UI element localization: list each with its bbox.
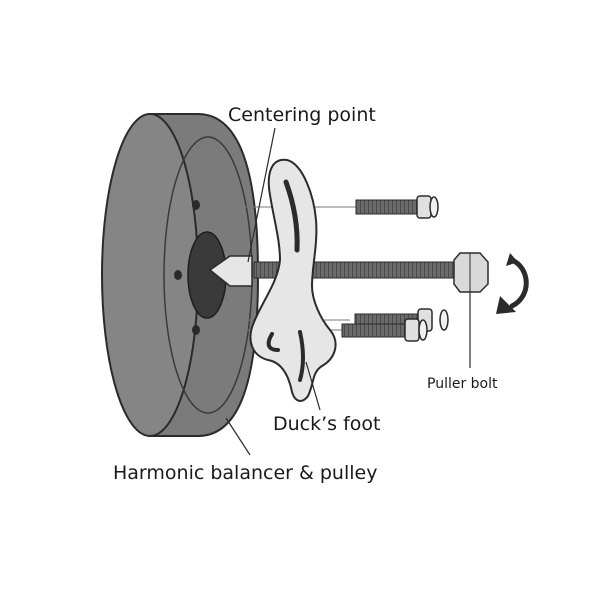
side-bolt-lower-front [341,318,428,342]
puller-bolt-label: Puller bolt [427,376,498,392]
side-bolt-lower-front-shaft [341,323,407,338]
ducks-foot-label: Duck’s foot [273,413,381,435]
side-bolt-upper-head [416,195,432,219]
side-bolt-lower-front-cap [418,319,428,341]
centering-point-label: Centering point [228,104,376,126]
side-bolt-lower-back-cap [439,309,449,331]
ducks-foot-slot [266,332,280,352]
side-bolt-upper [355,195,439,219]
balancer-bolt-hole [192,325,200,335]
ducks-foot-leader [305,361,321,411]
harmonic-balancer-leader [225,417,251,456]
centering-point-tip [208,255,253,287]
side-bolt-upper-cap [429,196,439,218]
harmonic-balancer-label: Harmonic balancer & pulley [113,462,378,484]
balancer-bolt-hole [174,270,182,280]
balancer-bolt-hole [192,200,200,210]
centering-point-leader [247,127,276,263]
side-bolt-upper-shaft [355,199,419,215]
puller-bolt-head [453,252,489,293]
rotation-arrow-icon [496,253,529,314]
harmonic-balancer [101,113,260,437]
ducks-foot-body [249,158,337,402]
balancer-face [101,113,199,437]
ducks-foot [249,158,337,402]
side-bolt-lower-front-head [404,318,420,342]
ducks-foot-slot [298,330,305,382]
puller-bolt [208,252,489,293]
leader-lines [225,127,471,456]
ducks-foot-slot [283,179,300,253]
